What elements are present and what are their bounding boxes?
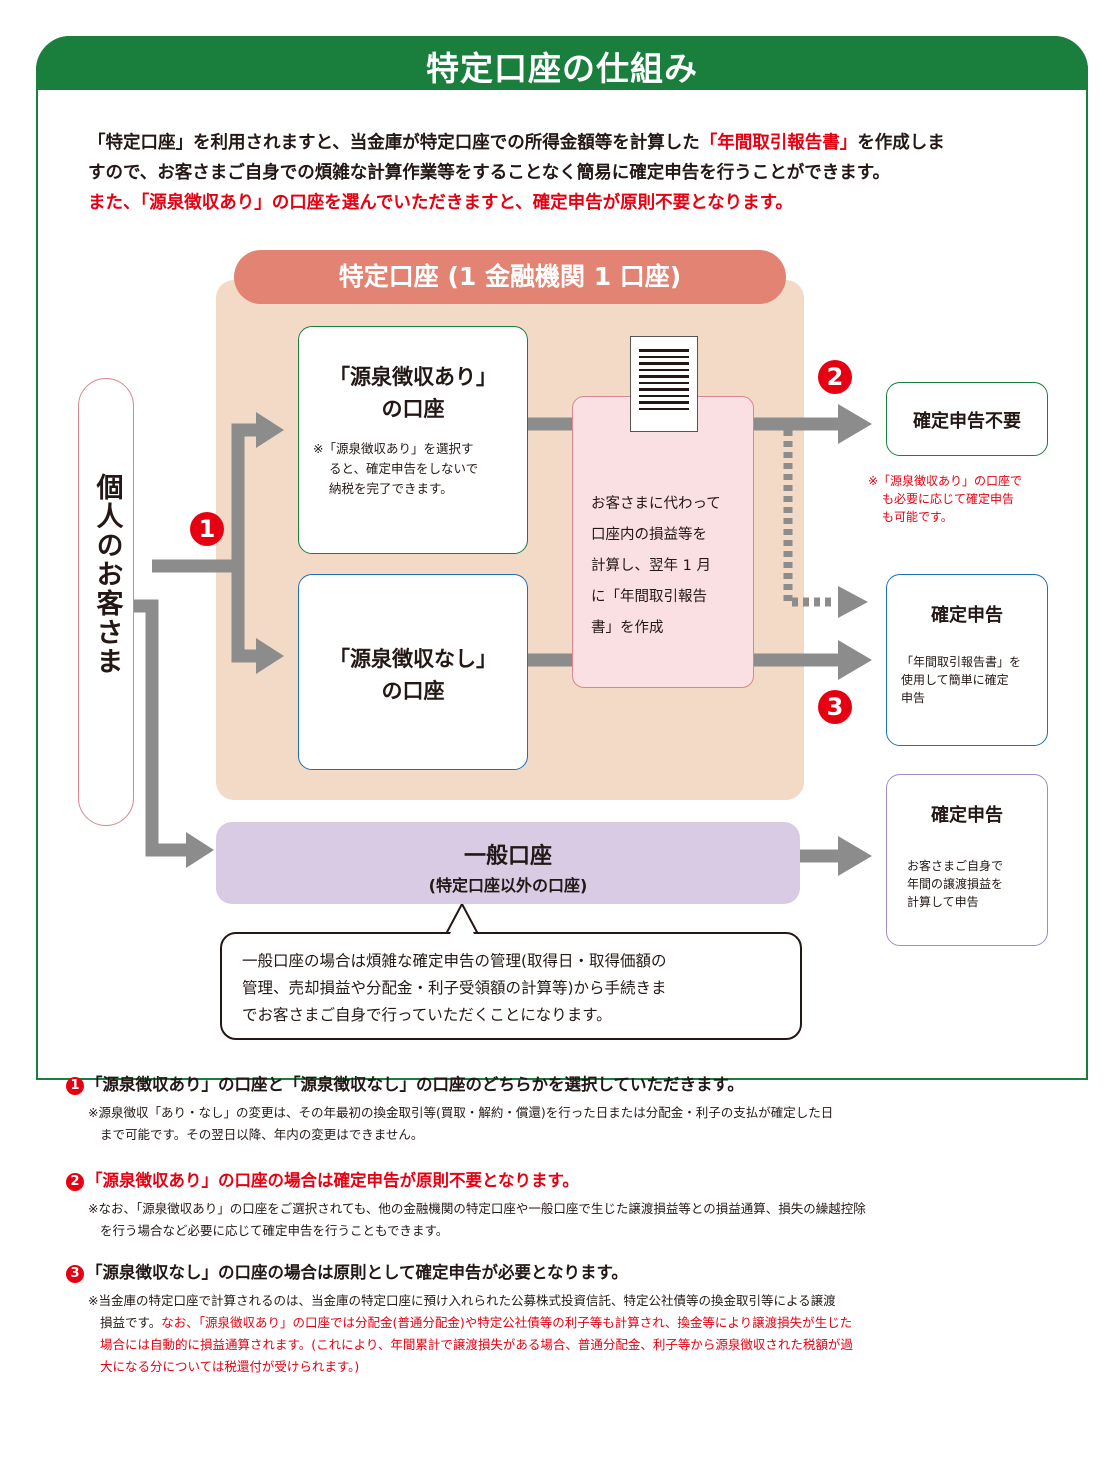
no-filing-title: 確定申告不要	[913, 411, 1021, 432]
footnote-2: 2「源泉徴収あり」の口座の場合は確定申告が原則不要となります。 ※なお、「源泉徴…	[66, 1168, 1046, 1242]
marker-3: 3	[818, 690, 852, 724]
general-account-title: 一般口座	[463, 844, 552, 869]
callout-line2: 管理、売却損益や分配金・利子受領額の計算等)から手続きま	[242, 979, 667, 997]
general-filing-note2: 年間の譲渡損益を	[907, 877, 1004, 891]
process-line1: お客さまに代わって	[591, 496, 721, 512]
intro-line2: すので、お客さまご自身での煩雑な計算作業等をすることなく簡易に確定申告を行うこと…	[88, 163, 891, 183]
intro-line1-a: 「特定口座」を利用されますと、当金庫が特定口座での所得金額等を計算した	[88, 133, 700, 153]
filing-title: 確定申告	[931, 605, 1003, 626]
callout-line1: 一般口座の場合は煩雑な確定申告の管理(取得日・取得価額の	[242, 952, 667, 970]
footnote-1-head: 「源泉徴収あり」の口座と「源泉徴収なし」の口座のどちらかを選択していただきます。	[86, 1075, 744, 1094]
marker-1: 1	[190, 512, 224, 546]
intro-line3-red: また、「源泉徴収あり」の口座を選んでいただきますと、確定申告が原則不要となります…	[88, 193, 793, 213]
no-filing-note2: も必要に応じて確定申告	[882, 492, 1015, 506]
no-filing-note1: ※「源泉徴収あり」の口座で	[868, 474, 1023, 488]
arrow-person-to-with	[152, 423, 262, 573]
footnote-2-head: 「源泉徴収あり」の口座の場合は確定申告が原則不要となります。	[86, 1171, 579, 1190]
general-account-callout: 一般口座の場合は煩雑な確定申告の管理(取得日・取得価額の 管理、売却損益や分配金…	[220, 932, 802, 1040]
marker-2: 2	[818, 360, 852, 394]
annual-report-process-text: お客さまに代わって 口座内の損益等を 計算し、翌年 1 月 に「年間取引報告 書…	[591, 489, 741, 644]
tokutei-panel-title: 特定口座 (1 金融機関 1 口座)	[234, 250, 786, 304]
with-withholding-note2: ると、確定申告をしないで	[329, 461, 479, 476]
filing-note1: 「年間取引報告書」を	[901, 655, 1022, 669]
footnote-3: 3「源泉徴収なし」の口座の場合は原則として確定申告が必要となります。 ※当金庫の…	[66, 1260, 1046, 1378]
callout-line3: でお客さまご自身で行っていただくことになります。	[242, 1006, 612, 1024]
dotted-connector	[783, 430, 836, 607]
without-withholding-title2: の口座	[381, 679, 445, 703]
filing-note2: 使用して簡単に確定	[901, 673, 1009, 687]
general-filing-title: 確定申告	[931, 805, 1003, 826]
without-withholding-account: 「源泉徴収なし」 の口座	[298, 574, 528, 770]
content-frame	[36, 36, 1088, 1080]
document-icon	[630, 336, 698, 432]
no-filing-result: 確定申告不要	[886, 382, 1048, 456]
footnote-2-body1: ※なお、「源泉徴収あり」の口座をご選択されても、他の金融機関の特定口座や一般口座…	[88, 1201, 866, 1216]
arrow-person-to-general	[134, 599, 192, 857]
process-line3: 計算し、翌年 1 月	[591, 558, 711, 574]
with-withholding-title2: の口座	[381, 397, 445, 421]
intro-text: 「特定口座」を利用されますと、当金庫が特定口座での所得金額等を計算した「年間取引…	[88, 128, 1048, 218]
process-line2: 口座内の損益等を	[591, 527, 707, 543]
footnote-3-body2b: なお、「源泉徴収あり」の口座では分配金(普通分配金)や特定公社債等の利子等も計算…	[161, 1315, 853, 1330]
annual-report-process-box: お客さまに代わって 口座内の損益等を 計算し、翌年 1 月 に「年間取引報告 書…	[572, 396, 754, 688]
filing-note3: 申告	[901, 691, 926, 705]
individual-customer-label: 個人のお客さま	[91, 473, 123, 676]
general-filing-note3: 計算して申告	[907, 895, 979, 909]
footnote-1-body1: ※源泉徴収「あり・なし」の変更は、その年最初の換金取引等(買取・解約・償還)を行…	[88, 1105, 834, 1120]
individual-customer-box: 個人のお客さま	[78, 378, 134, 826]
footnote-3-body1: ※当金庫の特定口座で計算されるのは、当金庫の特定口座に預け入れられた公募株式投資…	[88, 1293, 836, 1308]
intro-line1-b: を作成しま	[857, 133, 945, 153]
footnote-3-body4: 大になる分については税還付が受けられます。)	[100, 1359, 360, 1374]
with-withholding-title1: 「源泉徴収あり」	[329, 365, 497, 389]
general-account-box: 一般口座 (特定口座以外の口座)	[216, 822, 800, 904]
general-filing-note1: お客さまご自身で	[907, 859, 1004, 873]
general-filing-result: 確定申告 お客さまご自身で 年間の譲渡損益を 計算して申告	[886, 774, 1048, 946]
filing-result: 確定申告 「年間取引報告書」を 使用して簡単に確定 申告	[886, 574, 1048, 746]
footnote-3-body3: 場合には自動的に損益通算されます。(これにより、年間累計で譲渡損失がある場合、普…	[100, 1337, 853, 1352]
footnote-1-marker: 1	[66, 1077, 84, 1095]
process-line5: 書」を作成	[591, 620, 664, 636]
footnote-3-body2a: 損益です。	[100, 1315, 162, 1330]
footnote-2-marker: 2	[66, 1173, 84, 1191]
page-title: 特定口座の仕組み	[426, 49, 698, 88]
general-account-callout-text: 一般口座の場合は煩雑な確定申告の管理(取得日・取得価額の 管理、売却損益や分配金…	[242, 948, 787, 1029]
general-account-subtitle: (特定口座以外の口座)	[428, 876, 588, 895]
with-withholding-account: 「源泉徴収あり」 の口座 ※「源泉徴収あり」を選択す ると、確定申告をしないで …	[298, 326, 528, 554]
no-filing-note: ※「源泉徴収あり」の口座で も必要に応じて確定申告 も可能です。	[868, 472, 1068, 526]
footnote-3-head: 「源泉徴収なし」の口座の場合は原則として確定申告が必要となります。	[86, 1263, 628, 1282]
without-withholding-title1: 「源泉徴収なし」	[329, 647, 497, 671]
no-filing-note3: も可能です。	[882, 510, 953, 524]
with-withholding-note1: ※「源泉徴収あり」を選択す	[313, 441, 474, 456]
footnote-2-body2: を行う場合など必要に応じて確定申告を行うこともできます。	[100, 1223, 449, 1238]
arrow-person-to-without	[231, 566, 262, 663]
intro-line1-red: 「年間取引報告書」	[699, 133, 858, 153]
footnote-1-body2: まで可能です。その翌日以降、年内の変更はできません。	[100, 1127, 424, 1142]
footnote-1: 1「源泉徴収あり」の口座と「源泉徴収なし」の口座のどちらかを選択していただきます…	[66, 1072, 1046, 1146]
with-withholding-note3: 納税を完了できます。	[329, 481, 453, 496]
process-line4: に「年間取引報告	[591, 589, 707, 605]
header-bar: 特定口座の仕組み	[36, 36, 1088, 90]
footnote-3-marker: 3	[66, 1265, 84, 1283]
